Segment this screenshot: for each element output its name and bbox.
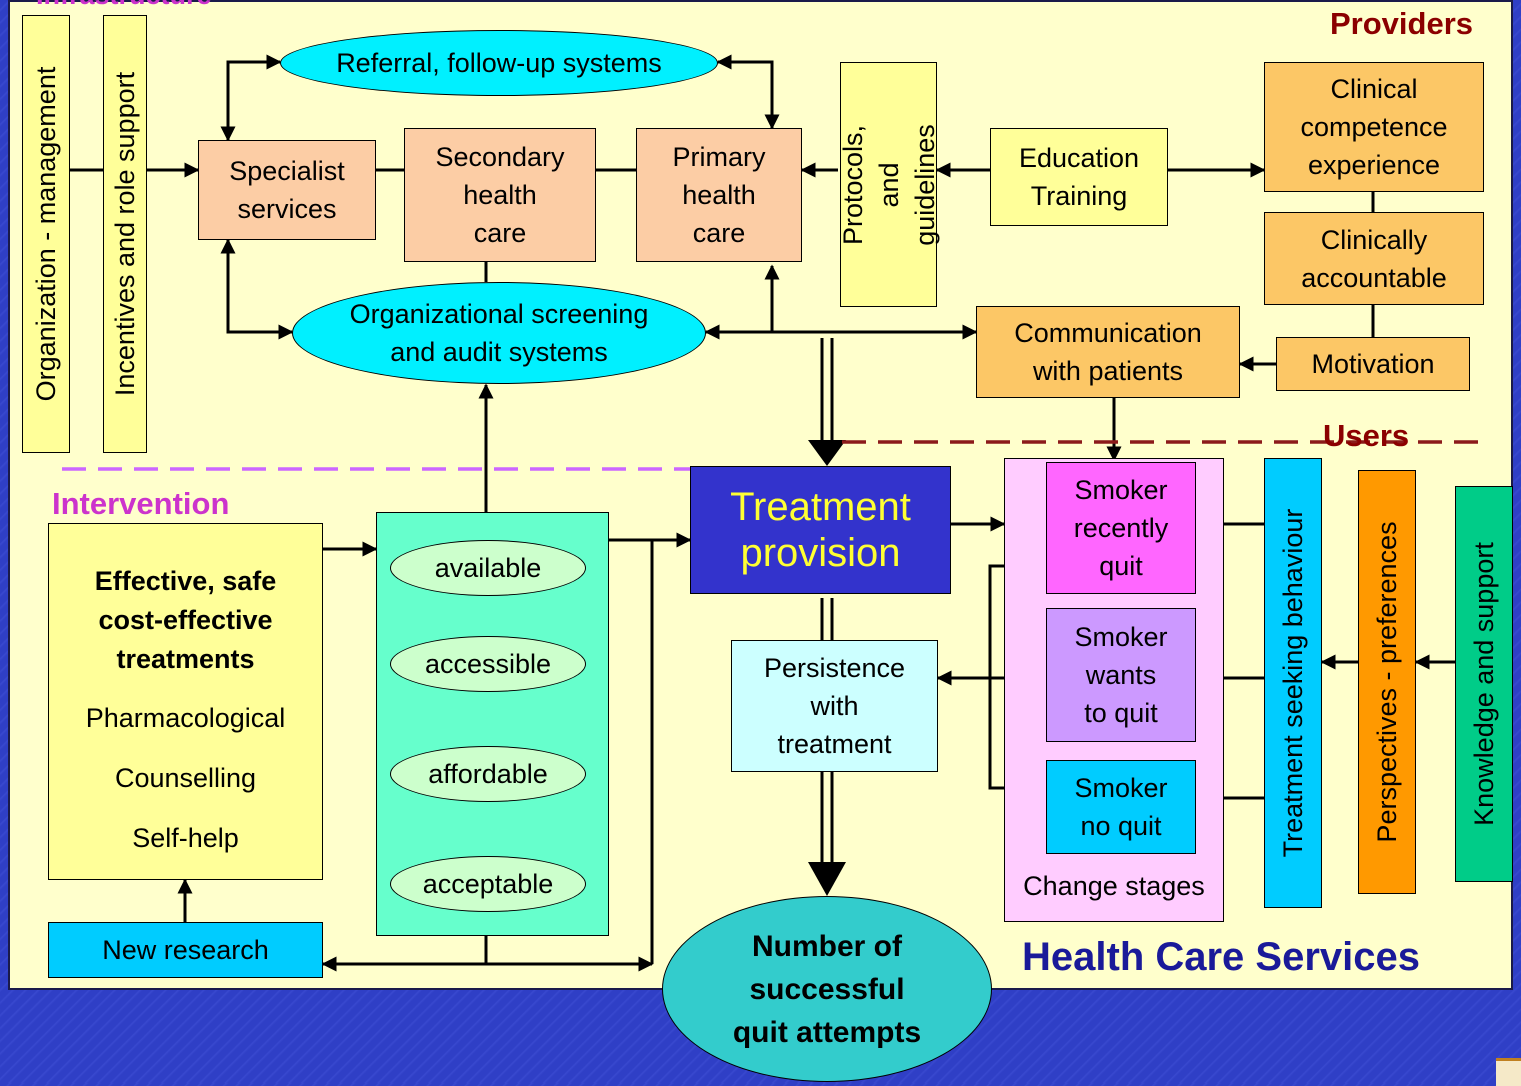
incentives-label: Incentives and role support [110,71,140,397]
specialist-services-box: Specialist services [198,140,376,240]
knowledge-support-box: Knowledge and support [1455,486,1513,882]
incentives-box: Incentives and role support [103,15,147,453]
organization-management-box: Organization - management [22,15,70,453]
infrastructure-title: Infrastructure [36,0,212,11]
persistence-box: Persistence with treatment [731,640,938,772]
stage-wants-to-quit-box: Smoker wants to quit [1046,608,1196,742]
access-affordable-ellipse: affordable [390,746,586,802]
treatment-type-pharmacological: Pharmacological [85,703,286,733]
protocols-guidelines-label: Protocols, and guidelines [837,123,940,246]
providers-label: Providers [1330,6,1474,41]
users-label: Users [1323,418,1410,453]
protocols-guidelines-box: Protocols, and guidelines [838,62,940,307]
treatment-seeking-box: Treatment seeking behaviour [1264,458,1322,908]
logo-fragment [1496,1058,1521,1086]
intervention-label: Intervention [52,486,230,521]
primary-health-care-box: Primary health care [636,128,802,262]
access-accessible-ellipse: accessible [390,636,586,692]
perspectives-label: Perspectives - preferences [1372,521,1402,843]
communication-patients-box: Communication with patients [976,306,1240,398]
secondary-health-care-box: Secondary health care [404,128,596,262]
treatment-seeking-label: Treatment seeking behaviour [1278,508,1308,858]
new-research-box: New research [48,922,323,978]
treatment-type-self-help: Self-help [132,823,239,853]
perspectives-box: Perspectives - preferences [1358,470,1416,894]
effective-treatments-box: Effective, safe cost-effective treatment… [48,523,323,880]
access-available-ellipse: available [390,540,586,596]
organization-management-label: Organization - management [31,66,61,402]
knowledge-support-label: Knowledge and support [1469,542,1499,826]
education-training-box: Education Training [990,128,1168,226]
motivation-box: Motivation [1276,337,1470,391]
access-acceptable-ellipse: acceptable [390,856,586,912]
health-care-services-label: Health Care Services [1022,935,1421,979]
successful-quit-attempts-ellipse: Number of successful quit attempts [662,896,992,1082]
change-stages-label: Change stages [1023,871,1205,901]
referral-systems-ellipse: Referral, follow-up systems [280,30,718,96]
stage-recently-quit-box: Smoker recently quit [1046,462,1196,594]
treatment-type-counselling: Counselling [114,763,257,793]
treatment-provision-box: Treatment provision [690,466,951,594]
clinically-accountable-box: Clinically accountable [1264,212,1484,305]
clinical-competence-box: Clinical competence experience [1264,62,1484,192]
effective-treatments-heading: Effective, safe cost-effective treatment… [94,566,277,674]
screening-audit-ellipse: Organizational screening and audit syste… [292,282,706,384]
stage-no-quit-box: Smoker no quit [1046,760,1196,854]
